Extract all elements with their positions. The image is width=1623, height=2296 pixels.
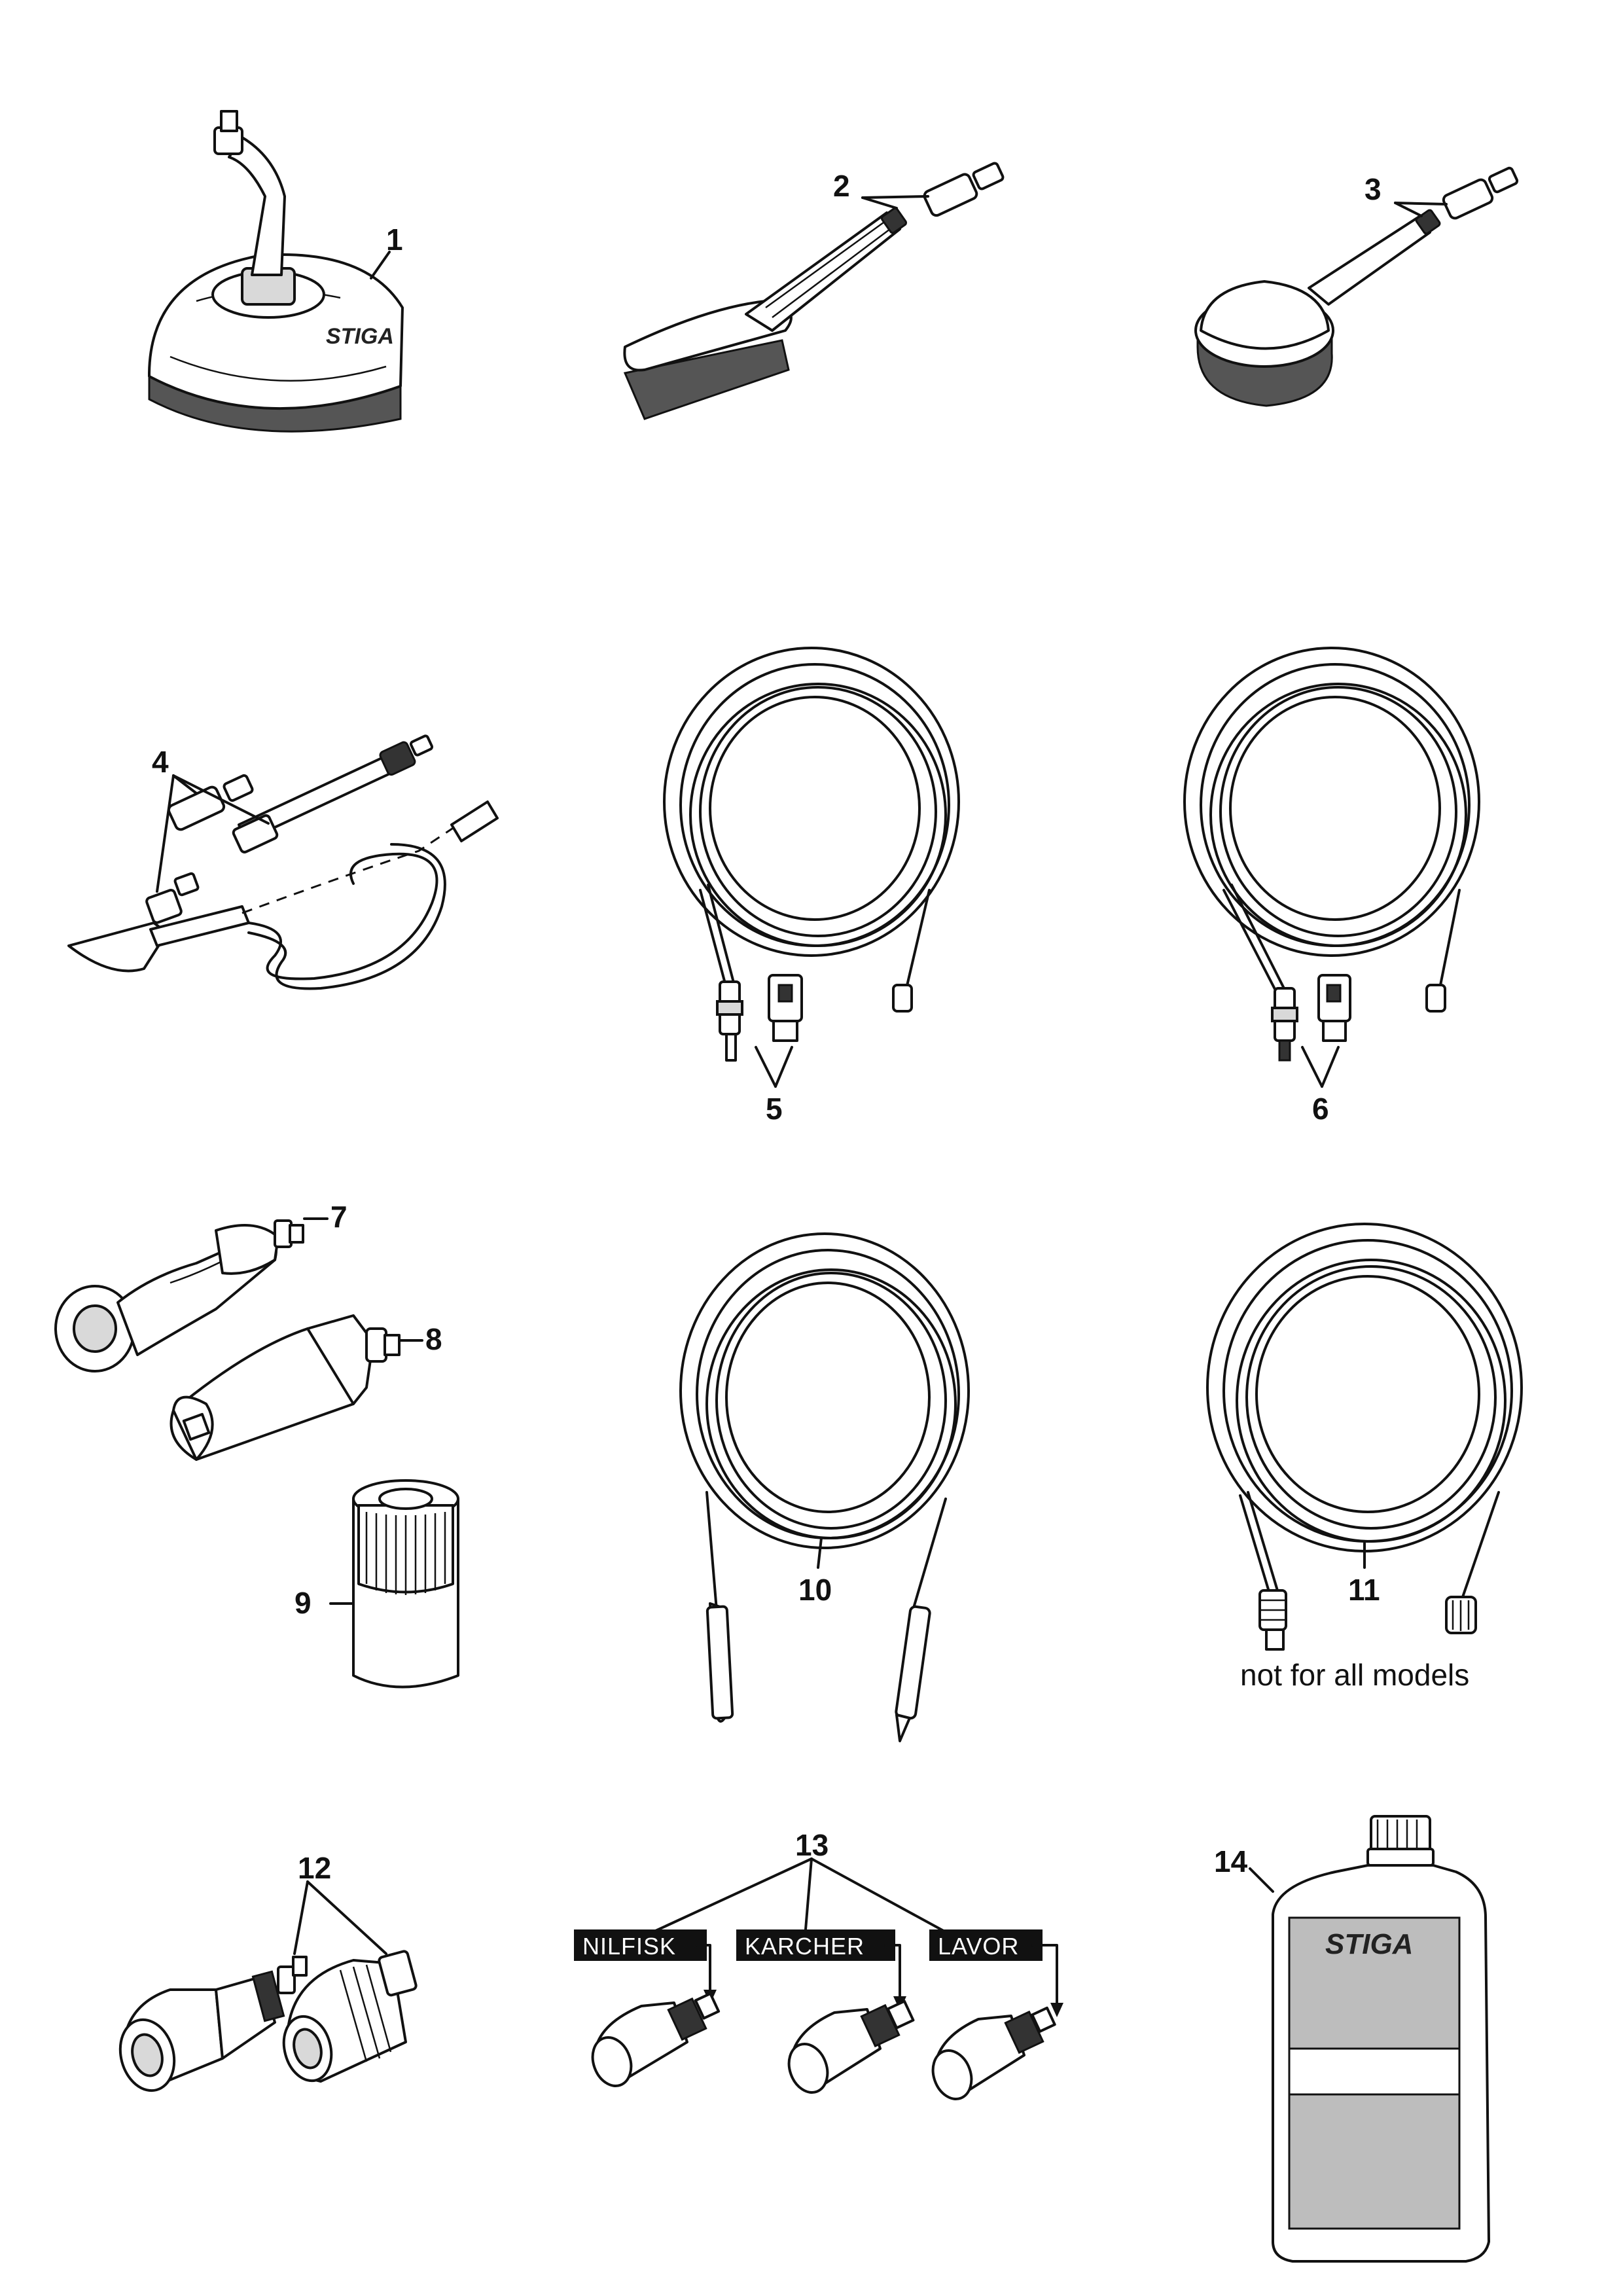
part-3-rotating-brush: 3 [1194,166,1519,407]
callout-3: 3 [1364,172,1382,206]
callout-4: 4 [152,745,169,779]
part-7-lance-handle: 7 [54,1200,348,1372]
part-12-adapter-set: 12 [118,1851,418,2092]
callout-14: 14 [1214,1844,1248,1878]
callout-2: 2 [833,169,850,203]
adapter-nilfisk [591,1992,721,2087]
part-9-adapter: 9 [294,1479,459,1689]
part-8-turbo-nozzle: 8 [169,1314,442,1461]
callout-11: 11 [1348,1573,1380,1607]
adapter-tag-karcher: KARCHER [736,1929,906,2011]
callout-12: 12 [298,1851,331,1885]
note-not-for-all-models: not for all models [1240,1658,1469,1692]
part-2-flat-brush: 2 [623,162,1005,420]
part-6-hose: 6 [1183,647,1480,1126]
tag-lavor-label: LAVOR [938,1933,1019,1960]
callout-7: 7 [330,1200,348,1234]
callout-9: 9 [294,1586,312,1620]
part-5-hose: 5 [663,647,960,1126]
callout-5: 5 [766,1092,783,1126]
adapter-tag-nilfisk: NILFISK [574,1929,717,2004]
part-11-hose: 11 not for all models [1206,1223,1523,1692]
adapter-tag-lavor: LAVOR [929,1929,1063,2017]
tag-nilfisk-label: NILFISK [582,1933,676,1960]
adapter-karcher [787,2000,915,2094]
tag-karcher-label: KARCHER [745,1933,865,1960]
callout-10: 10 [798,1573,832,1607]
part-4-pipe-kit: 4 [67,734,499,990]
callout-6: 6 [1312,1092,1329,1126]
stiga-logo-1: STIGA [326,324,394,349]
callout-8: 8 [425,1322,442,1356]
part-1-surface-cleaner: STIGA 1 [148,110,404,433]
stiga-logo-14: STIGA [1325,1928,1413,1960]
part-14-detergent-bottle: STIGA 14 [1214,1815,1490,2263]
part-10-hose: 10 [679,1232,970,1742]
part-13-brand-adapters: 13 NILFISK KARCHER LAVOR [574,1828,1063,2100]
callout-13: 13 [795,1828,829,1862]
adapter-lavor [931,2006,1056,2100]
callout-1: 1 [386,223,403,257]
